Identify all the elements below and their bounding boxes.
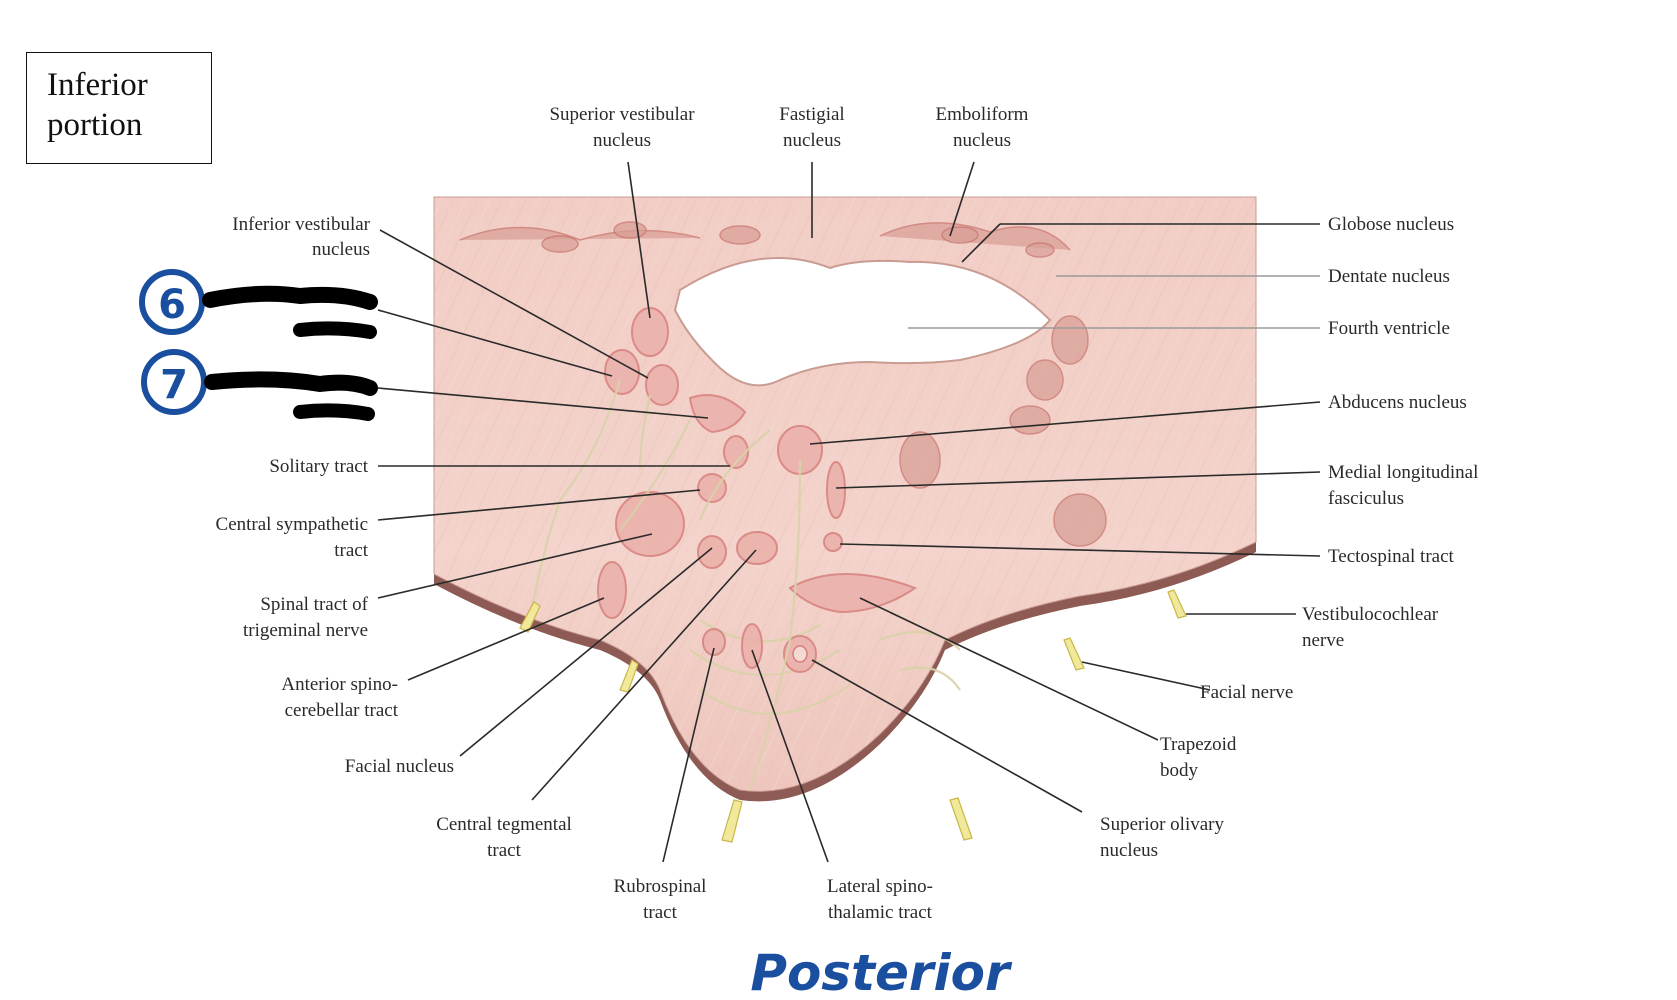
label-facial-nerve: Facial nerve xyxy=(1200,682,1293,703)
label-emboliform-1: Emboliform xyxy=(936,104,1029,125)
nerve-root-facial xyxy=(1063,637,1085,671)
label-superior-vestibular-1: Superior vestibular xyxy=(549,104,695,125)
label-rubrospinal-1: Rubrospinal xyxy=(614,876,707,897)
section-label-box: Inferior portion xyxy=(26,52,212,164)
label-trapezoid-2: body xyxy=(1160,760,1199,781)
fourth-ventricle xyxy=(673,257,1052,387)
label-facial-nucleus: Facial nucleus xyxy=(345,756,454,777)
label-anterior-spinocerebellar-1: Anterior spino- xyxy=(281,674,398,695)
label-fastigial-2: nucleus xyxy=(783,130,841,151)
fiber-tracts xyxy=(528,379,802,791)
leader-lines xyxy=(377,161,1321,863)
label-dentate: Dentate nucleus xyxy=(1328,266,1450,287)
marker-6-number: 6 xyxy=(158,282,186,328)
label-central-tegmental-2: tract xyxy=(487,840,521,861)
label-superior-olivary-2: nucleus xyxy=(1100,840,1158,861)
label-rubrospinal-2: tract xyxy=(643,902,677,923)
nerve-root-inferior-right xyxy=(949,797,973,841)
label-fastigial-1: Fastigial xyxy=(779,104,844,125)
redaction-6-line-2 xyxy=(293,321,377,339)
nerve-root-inferior-left xyxy=(721,799,743,843)
handwritten-orientation: Posterior xyxy=(750,944,1013,1000)
label-globose: Globose nucleus xyxy=(1328,214,1454,235)
label-lateral-spinothalamic-1: Lateral spino- xyxy=(827,876,933,897)
nerve-root-left-lower xyxy=(619,659,639,693)
label-inferior-vestibular-1: Inferior vestibular xyxy=(232,214,370,235)
label-superior-olivary-1: Superior olivary xyxy=(1100,814,1225,835)
label-abducens: Abducens nucleus xyxy=(1328,392,1467,413)
label-spinal-trigeminal-1: Spinal tract of xyxy=(260,594,368,615)
redaction-6-line-1 xyxy=(202,285,378,310)
label-mlf-1: Medial longitudinal xyxy=(1328,462,1478,483)
nerve-roots xyxy=(519,589,1187,843)
label-trapezoid-1: Trapezoid xyxy=(1160,734,1237,755)
label-tectospinal: Tectospinal tract xyxy=(1328,546,1455,567)
label-vestibulocochlear-1: Vestibulocochlear xyxy=(1302,604,1439,625)
redaction-7-line-1 xyxy=(204,371,378,396)
label-solitary: Solitary tract xyxy=(269,456,368,477)
nerve-root-vestibulocochlear xyxy=(1167,589,1187,619)
label-central-tegmental-1: Central tegmental xyxy=(436,814,572,835)
marker-7-number: 7 xyxy=(160,362,188,408)
label-lateral-spinothalamic-2: thalamic tract xyxy=(828,902,933,923)
redaction-7-line-2 xyxy=(293,403,375,421)
label-spinal-trigeminal-2: trigeminal nerve xyxy=(243,620,368,641)
label-anterior-spinocerebellar-2: cerebellar tract xyxy=(285,700,399,721)
label-superior-vestibular-2: nucleus xyxy=(593,130,651,151)
marker-6: 6 xyxy=(139,269,378,339)
marker-7: 7 xyxy=(141,349,378,421)
section-label-line-1: Inferior xyxy=(47,67,148,103)
label-central-sympathetic-1: Central sympathetic xyxy=(216,514,368,535)
label-vestibulocochlear-2: nerve xyxy=(1302,630,1344,651)
labels: Superior vestibular nucleus Fastigial nu… xyxy=(216,104,1479,923)
label-inferior-vestibular-2: nucleus xyxy=(312,239,370,260)
label-mlf-2: fasciculus xyxy=(1328,488,1404,509)
section-label-line-2: portion xyxy=(47,107,143,143)
label-fourth-ventricle: Fourth ventricle xyxy=(1328,318,1450,339)
section-label: Inferior portion xyxy=(47,65,148,145)
brainstem-nuclei xyxy=(597,307,918,673)
label-emboliform-2: nucleus xyxy=(953,130,1011,151)
label-central-sympathetic-2: tract xyxy=(334,540,368,561)
